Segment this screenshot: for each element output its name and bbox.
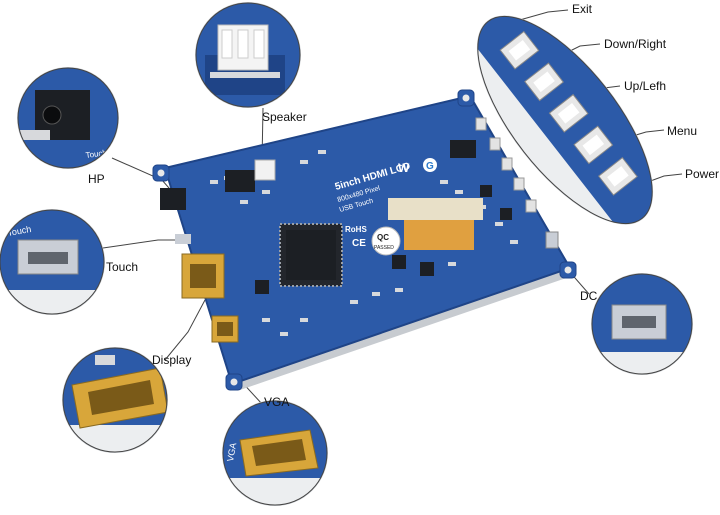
inset-speaker	[195, 2, 301, 108]
qc-sticker: QC PASSED	[371, 226, 401, 256]
hp-jack	[160, 188, 186, 210]
inset-touch: Touch	[0, 209, 105, 315]
vga-inset-silk: VGA	[225, 442, 238, 462]
rohs-mark: RoHS	[345, 225, 367, 234]
main-board: 5inch HDMI LCD G 800x480 Pixel USB Touch…	[152, 89, 577, 391]
inset-buttons	[447, 0, 683, 251]
ce-mark: CE	[352, 238, 366, 249]
side-buttons	[475, 117, 537, 213]
fpc-connector	[388, 198, 483, 250]
ic-chips-small	[225, 140, 512, 294]
label-display: Display	[152, 353, 192, 367]
inset-hp: Touch	[17, 67, 119, 169]
label-dc: DC	[580, 289, 598, 303]
label-up-left: Up/Lefh	[624, 79, 667, 93]
speaker-header	[254, 159, 276, 181]
inset-display	[62, 347, 168, 453]
inset-dc	[591, 273, 693, 375]
qc-status: PASSED	[374, 245, 394, 251]
label-menu: Menu	[667, 124, 698, 138]
label-exit: Exit	[572, 2, 593, 16]
touch-usb-port	[175, 234, 191, 244]
label-down-right: Down/Right	[604, 37, 667, 51]
label-power: Power	[685, 167, 720, 181]
label-hp: HP	[88, 172, 105, 186]
hp-inset-silk: Touch	[85, 148, 107, 160]
board-badge: G	[426, 161, 434, 172]
qc-label: QC	[377, 233, 389, 242]
label-touch: Touch	[106, 260, 139, 274]
main-ic	[279, 223, 343, 287]
smd-components	[210, 150, 518, 336]
inset-vga: VGA	[222, 400, 328, 506]
waveshare-logo: W	[398, 161, 410, 175]
label-speaker: Speaker	[262, 110, 307, 124]
dc-port	[545, 231, 559, 249]
label-vga: VGA	[264, 395, 290, 409]
